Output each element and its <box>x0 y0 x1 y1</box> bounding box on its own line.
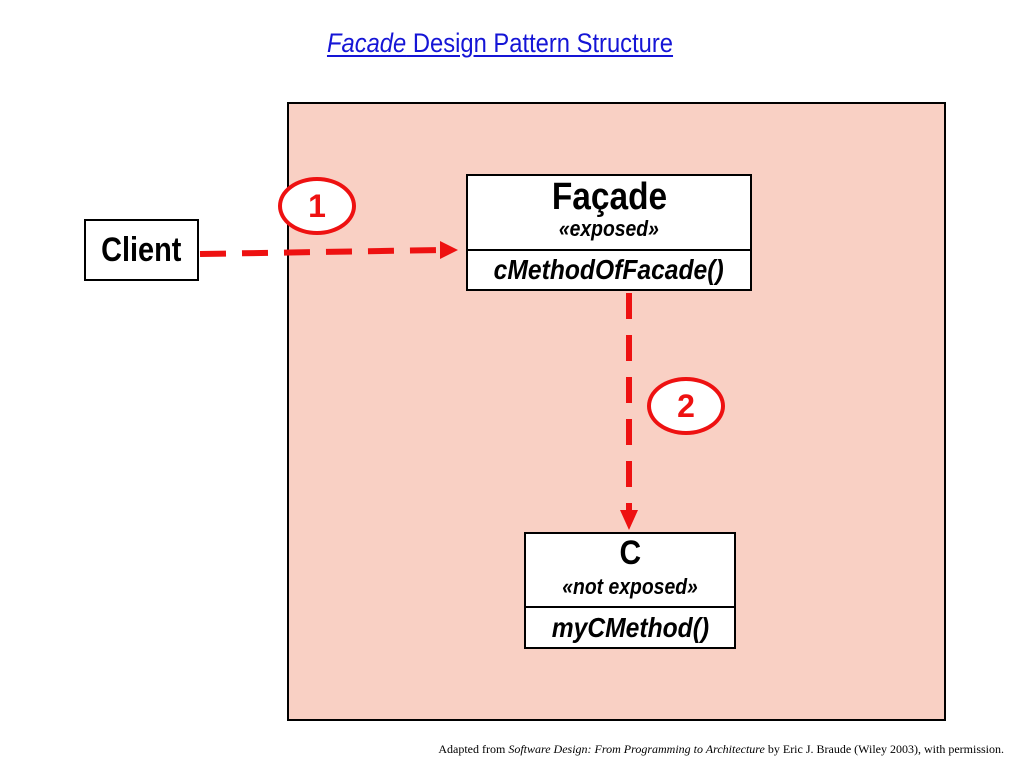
c-class-name: C <box>619 534 641 572</box>
client-label: Client <box>101 230 182 269</box>
title-rest: Design Pattern Structure <box>406 28 674 58</box>
client-to-facade-arrow <box>199 247 441 257</box>
step-marker-2: 2 <box>647 377 725 435</box>
title-italic-part: Facade <box>326 28 407 58</box>
c-class-divider <box>526 606 734 608</box>
c-operation: myCMethod() <box>551 612 709 643</box>
client-box: Client <box>84 219 199 281</box>
facade-class-box: Façade «exposed» cMethodOfFacade() <box>466 174 752 291</box>
client-to-facade-arrowhead <box>440 241 458 259</box>
facade-stereotype: «exposed» <box>558 216 660 241</box>
step-marker-1: 1 <box>278 177 356 235</box>
facade-class-divider <box>468 249 750 251</box>
facade-operation: cMethodOfFacade() <box>493 254 724 285</box>
c-stereotype: «not exposed» <box>562 574 698 599</box>
credit-suffix: by Eric J. Braude (Wiley 2003), with per… <box>764 742 1004 756</box>
facade-to-c-arrowhead <box>620 510 638 530</box>
facade-class-name: Façade <box>551 176 667 218</box>
attribution-credit: Adapted from Software Design: From Progr… <box>438 742 1004 757</box>
credit-book-title: Software Design: From Programming to Arc… <box>508 742 765 756</box>
credit-prefix: Adapted from <box>438 742 509 756</box>
c-class-box: C «not exposed» myCMethod() <box>524 532 736 649</box>
diagram-title: Facade Design Pattern Structure <box>60 28 940 59</box>
